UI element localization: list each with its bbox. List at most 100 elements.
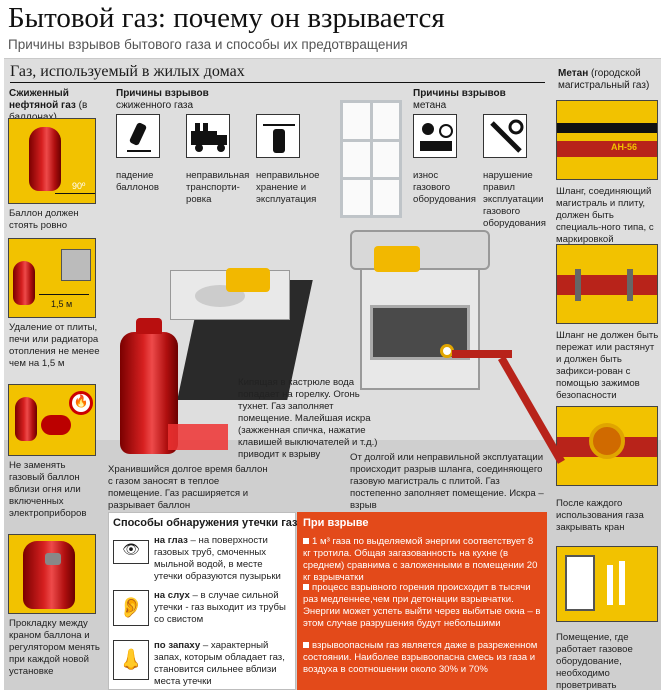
clamp-icon xyxy=(627,269,633,301)
explosion-fact-1-text: 1 м³ газа по выделяемой энергии соответс… xyxy=(303,536,538,583)
methane-panel-valve xyxy=(556,406,658,486)
section-title: Газ, используемый в жилых домах xyxy=(10,63,245,80)
hose-marking: АН-56 xyxy=(611,142,638,152)
lpg-causes-bold: Причины взрывов xyxy=(116,88,209,99)
methane-heading-bold: Метан xyxy=(558,68,589,79)
distance-label: 1,5 м xyxy=(51,299,73,309)
detection-item-ear: на слух – в случае сильной утечки - газ … xyxy=(154,590,292,626)
bullet-icon xyxy=(303,584,309,590)
no-fire-icon: 🔥 xyxy=(69,391,93,415)
lpg-cause-2: неправильная транспорти-ровка xyxy=(186,170,250,205)
window xyxy=(340,100,402,218)
hose-shape xyxy=(557,275,657,295)
falling-cylinder-icon xyxy=(116,114,160,158)
methane-column-heading: Метан (городской магистральный газ) xyxy=(558,68,658,92)
gas-cylinder-icon xyxy=(23,541,75,609)
explosion-fact-2-text: процесс взрывного горения происходит в т… xyxy=(303,582,541,629)
lpg-panel-fire: 🔥 xyxy=(8,384,96,456)
methane-causes-rest: метана xyxy=(413,100,447,111)
bullet-icon xyxy=(303,538,309,544)
wrench-icon xyxy=(483,114,527,158)
air-flow-icon xyxy=(607,565,613,605)
floor-line xyxy=(55,193,95,194)
stove-icon xyxy=(61,249,91,281)
detection-nose-text: – характерный запах, которым обладает га… xyxy=(154,640,285,687)
detection-nose-bold: по запаху xyxy=(154,640,201,651)
methane-caption-1: Шланг, соединяющий магистраль и плиту, д… xyxy=(556,186,654,245)
hose-note: От долгой или неправильной эксплуатации … xyxy=(350,452,544,511)
detection-eye-text: – на поверхности газовых труб, смоченных… xyxy=(154,535,281,582)
methane-panel-clamp xyxy=(556,244,658,324)
lpg-panel-gasket xyxy=(8,534,96,614)
gas-cylinder-icon xyxy=(15,397,37,441)
regulator-icon xyxy=(45,553,61,565)
cylinder-valve-icon xyxy=(136,318,162,334)
methane-caption-4: Помещение, где работает газовое оборудов… xyxy=(556,632,633,691)
lpg-panel-upright: 90º xyxy=(8,118,96,204)
ear-icon: 👂 xyxy=(113,590,149,626)
methane-caption-2: Шланг не должен быть пережат или растяну… xyxy=(556,330,659,401)
detection-ear-bold: на слух xyxy=(154,590,190,601)
stove-cooktop xyxy=(350,230,490,270)
clamp-icon xyxy=(575,269,581,301)
methane-heading-rest: (городской магистральный газ) xyxy=(558,68,650,91)
window-icon xyxy=(565,555,595,611)
lpg-panel-distance: 1,5 м xyxy=(8,238,96,318)
methane-cause-1: износ газового оборудования xyxy=(413,170,476,205)
lying-cylinder-icon xyxy=(41,415,71,435)
heat-arrow-icon xyxy=(168,424,228,450)
detection-title: Способы обнаружения утечки газа xyxy=(113,517,304,529)
explosion-fact-3-text: взрывоопасным газ является даже в разреж… xyxy=(303,640,538,675)
page-title: Бытовой газ: почему он взрывается xyxy=(8,2,445,34)
lpg-caption-3: Не заменять газовый баллон вблизи огня и… xyxy=(9,460,87,519)
lpg-caption-1: Баллон должен стоять ровно xyxy=(9,208,79,231)
lpg-cause-3: неправильное хранение и эксплуатация xyxy=(256,170,320,205)
eye-icon: 👁 xyxy=(113,540,149,564)
bullet-icon xyxy=(303,642,309,648)
nose-icon: 👃 xyxy=(113,640,149,680)
lpg-heading-rest: (в баллонах) xyxy=(9,100,88,123)
page-subtitle: Причины взрывов бытового газа и способы … xyxy=(8,37,408,52)
methane-cause-2: нарушение правил эксплуатации газового о… xyxy=(483,170,546,229)
detection-eye-bold: на глаз xyxy=(154,535,188,546)
explosion-fact-1: 1 м³ газа по выделяемой энергии соответс… xyxy=(303,536,541,584)
explosion-title: При взрыве xyxy=(303,517,369,529)
distance-arrow xyxy=(39,294,89,295)
lpg-causes-rest: сжиженного газа xyxy=(116,100,194,111)
explosion-fact-3: взрывоопасным газ является даже в разреж… xyxy=(303,640,541,676)
lpg-cause-1: падение баллонов xyxy=(116,170,159,193)
lpg-heading-bold: Сжиженный нефтяной газ xyxy=(9,88,76,111)
detection-item-nose: по запаху – характерный запах, которым о… xyxy=(154,640,292,688)
methane-causes-heading: Причины взрывов метана xyxy=(413,88,543,112)
pot-icon xyxy=(226,268,270,292)
pipe-shape xyxy=(557,123,657,133)
hose-shape xyxy=(557,141,657,157)
lpg-caption-4: Прокладку между краном баллона и регулят… xyxy=(9,618,100,677)
kettle-note: Кипящая в кастрюле вода попадает на горе… xyxy=(238,377,378,460)
window-frame xyxy=(343,177,399,180)
section-divider xyxy=(10,82,545,83)
valve-wheel-icon xyxy=(589,423,625,459)
storage-icon xyxy=(256,114,300,158)
worn-equipment-icon xyxy=(413,114,457,158)
lpg-column-heading: Сжиженный нефтяной газ (в баллонах) xyxy=(9,88,109,124)
lpg-caption-2: Удаление от плиты, печи или радиатора от… xyxy=(9,322,100,369)
detection-ear-text: – в случае сильной утечки - газ выходит … xyxy=(154,590,286,625)
pot-icon xyxy=(374,246,420,272)
methane-panel-hose: АН-56 xyxy=(556,100,658,180)
methane-panel-ventilation xyxy=(556,546,658,622)
cylinder-note: Хранившийся долгое время баллон с газом … xyxy=(108,464,268,511)
air-flow-icon xyxy=(619,561,625,605)
gas-cylinder-icon xyxy=(29,127,61,191)
gas-pipe xyxy=(452,350,512,358)
detection-item-eye: на глаз – на поверхности газовых труб, с… xyxy=(154,535,292,583)
methane-caption-3: После каждого использования газа закрыва… xyxy=(556,498,644,533)
lpg-causes-heading: Причины взрывов сжиженного газа xyxy=(116,88,236,112)
truck-icon xyxy=(186,114,230,158)
window-frame xyxy=(343,139,399,142)
window-frame xyxy=(370,103,373,215)
explosion-fact-2: процесс взрывного горения происходит в т… xyxy=(303,582,541,630)
explosion-panel xyxy=(297,512,547,690)
angle-label: 90º xyxy=(72,181,86,191)
methane-causes-bold: Причины взрывов xyxy=(413,88,506,99)
